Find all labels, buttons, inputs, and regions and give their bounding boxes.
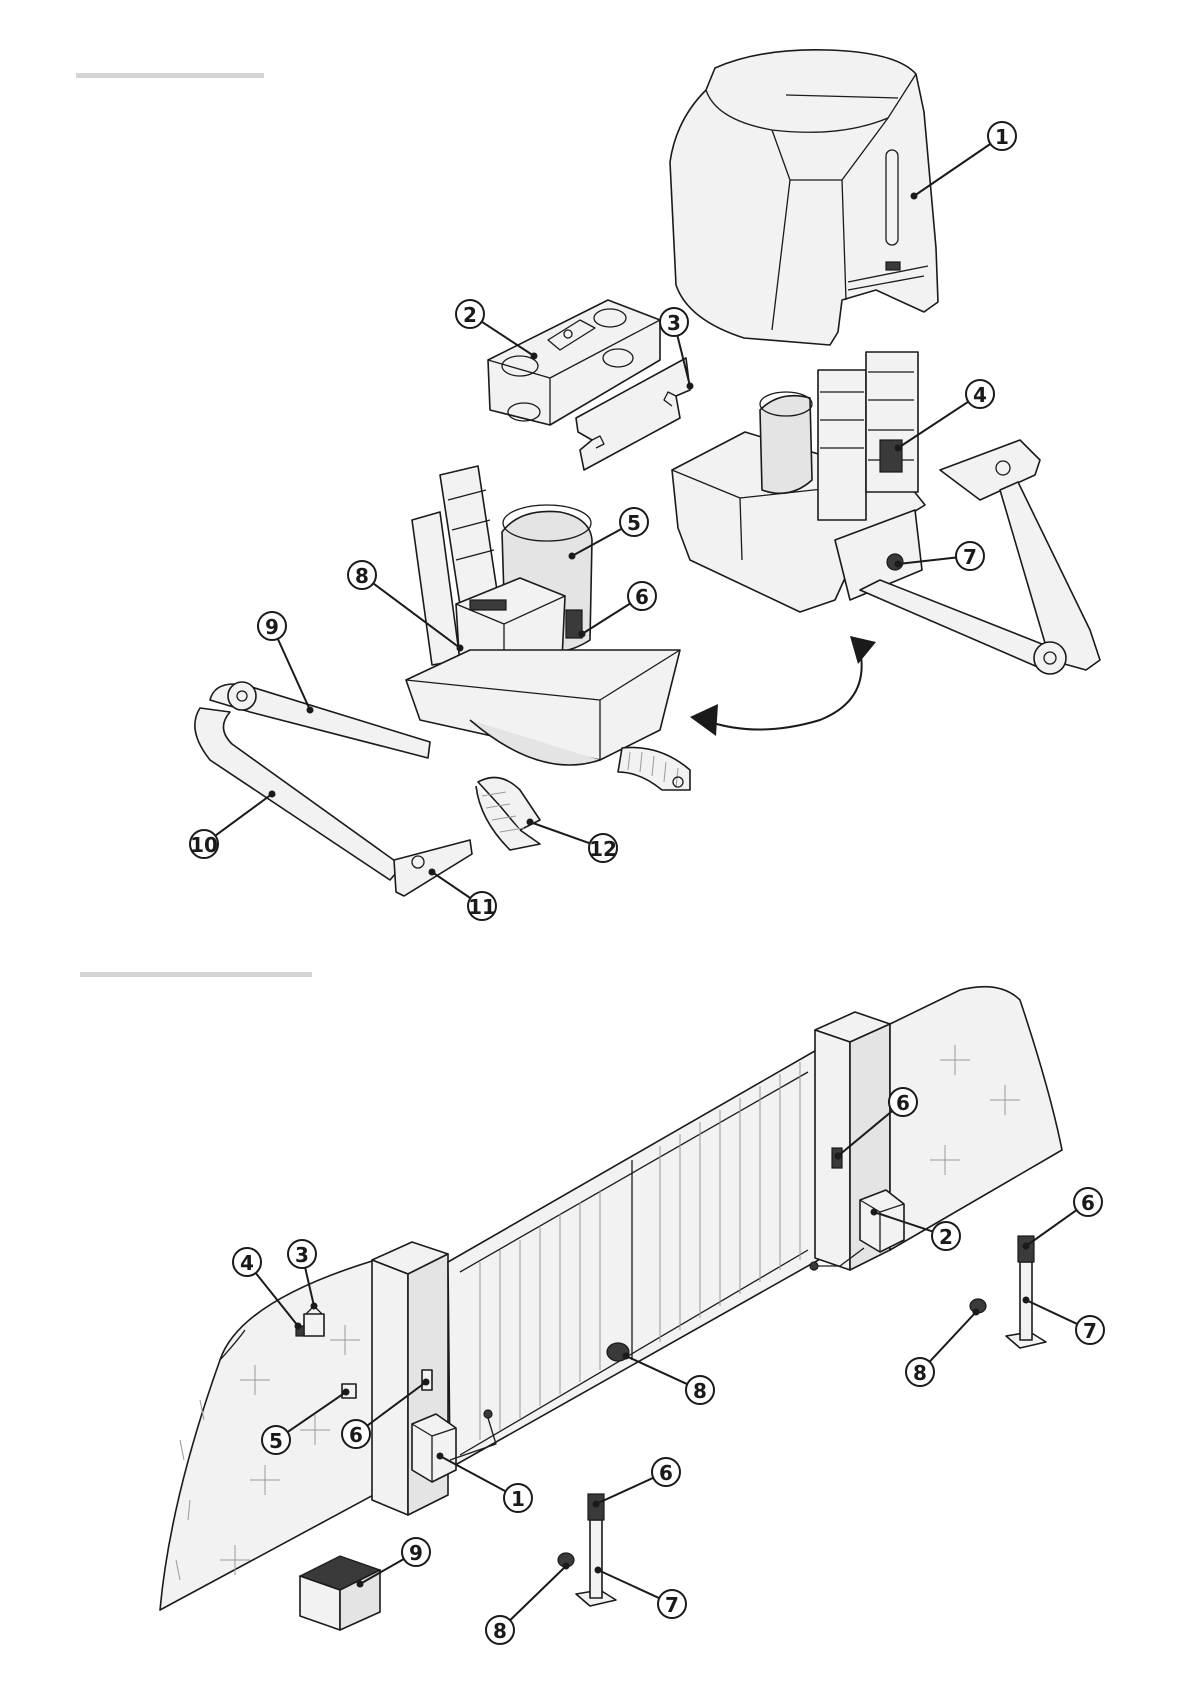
assembled-operator <box>672 352 925 612</box>
rotation-arrowhead-left <box>690 704 718 736</box>
callout-number: 7 <box>963 545 977 569</box>
installation-view <box>160 987 1062 1630</box>
callout-bottom-gate-stop-right: 8 <box>906 1309 980 1387</box>
callout-number: 3 <box>295 1243 309 1267</box>
leader-dot <box>563 1563 570 1570</box>
callout-bottom-gate-stop-front: 8 <box>486 1563 570 1645</box>
callout-number: 4 <box>240 1251 254 1275</box>
leader-dot <box>835 1153 842 1160</box>
leader-dot <box>343 1389 350 1396</box>
leader-line <box>530 822 590 843</box>
leader-dot <box>871 1209 878 1216</box>
callout-number: 6 <box>896 1091 910 1115</box>
leader-dot <box>623 1353 630 1360</box>
callout-top-gate-bracket: 11 <box>429 869 497 921</box>
callout-number: 2 <box>463 303 477 327</box>
exploded-view <box>195 50 1100 896</box>
leader-dot <box>569 553 576 560</box>
callout-number: 2 <box>939 1225 953 1249</box>
junction-box <box>300 1556 380 1630</box>
leader-dot <box>429 869 436 876</box>
callout-number: 7 <box>665 1593 679 1617</box>
leader-dot <box>269 791 276 798</box>
leader-dot <box>531 353 538 360</box>
callout-number: 6 <box>1081 1191 1095 1215</box>
callout-bottom-gate-stop-middle: 8 <box>623 1353 715 1405</box>
callout-bottom-operator-left: 1 <box>437 1453 533 1513</box>
section-rule-bottom <box>80 972 312 977</box>
post-right <box>1006 1236 1046 1348</box>
leader-dot <box>307 707 314 714</box>
rotation-arrow <box>710 650 862 730</box>
callout-top-travel-stops: 12 <box>527 819 618 863</box>
leader-dot <box>437 1453 444 1460</box>
callout-number: 8 <box>913 1361 927 1385</box>
callout-number: 7 <box>1083 1319 1097 1343</box>
leader-dot <box>595 1567 602 1574</box>
leader-line <box>432 872 470 898</box>
section-rule-top <box>76 73 264 78</box>
leader-line <box>930 1312 976 1362</box>
leader-line <box>1026 1300 1077 1324</box>
callout-bottom-junction-box: 9 <box>357 1538 431 1588</box>
leader-dot <box>457 645 464 652</box>
callout-number: 8 <box>693 1379 707 1403</box>
callout-number: 8 <box>493 1619 507 1643</box>
leader-dot <box>973 1309 980 1316</box>
callout-number: 1 <box>995 125 1009 149</box>
leader-line <box>1026 1210 1077 1246</box>
callout-top-fixing-plate: 2 <box>456 300 538 360</box>
leader-dot <box>527 819 534 826</box>
callout-number: 3 <box>667 311 681 335</box>
leader-dot <box>687 383 694 390</box>
leader-line <box>596 1478 653 1504</box>
callout-number: 6 <box>349 1423 363 1447</box>
callout-number: 6 <box>659 1461 673 1485</box>
callout-number: 9 <box>265 615 279 639</box>
leader-dot <box>357 1581 364 1588</box>
callout-bottom-photocell-post-front: 6 <box>593 1458 681 1508</box>
leader-dot <box>1023 1243 1030 1250</box>
leader-dot <box>593 1501 600 1508</box>
leader-dot <box>311 1303 318 1310</box>
leader-dot <box>895 561 902 568</box>
leader-dot <box>1023 1297 1030 1304</box>
leader-line <box>215 794 272 836</box>
callout-top-curved-arm: 10 <box>190 791 276 859</box>
callout-number: 5 <box>627 511 641 535</box>
callout-number: 10 <box>190 833 218 857</box>
callout-number: 6 <box>635 585 649 609</box>
leader-dot <box>579 631 586 638</box>
callout-number: 4 <box>973 383 987 407</box>
leader-line <box>626 1356 687 1384</box>
cover <box>670 50 938 345</box>
gate <box>448 1048 822 1468</box>
leader-dot <box>295 1323 302 1330</box>
callout-number: 11 <box>468 895 496 919</box>
wall-right <box>890 987 1062 1250</box>
leader-dot <box>423 1379 430 1386</box>
leader-line <box>510 1566 566 1620</box>
callout-number: 9 <box>409 1541 423 1565</box>
callout-bottom-photocell-post-right: 6 <box>1023 1188 1103 1250</box>
rotation-arrowhead-up <box>850 636 876 664</box>
callout-number: 12 <box>589 837 617 861</box>
leader-dot <box>895 445 902 452</box>
callout-number: 5 <box>269 1429 283 1453</box>
post-front <box>576 1494 616 1606</box>
callout-bottom-post-front: 7 <box>595 1567 687 1619</box>
callout-number: 1 <box>511 1487 525 1511</box>
callout-number: 8 <box>355 564 369 588</box>
leader-dot <box>911 193 918 200</box>
